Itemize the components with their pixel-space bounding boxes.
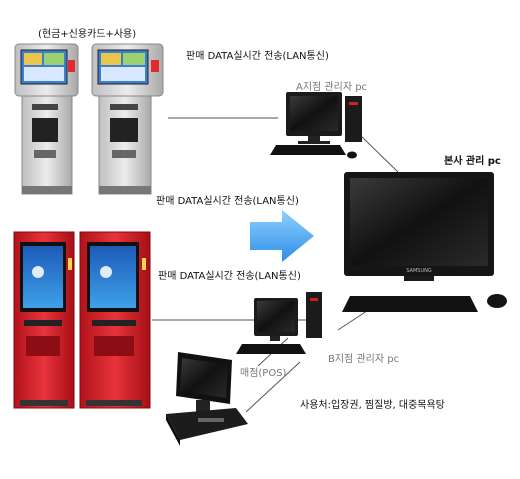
kiosk-red-1 xyxy=(13,231,75,409)
transfer-top-label: 판매 DATA실시간 전송(LAN통신) xyxy=(186,51,329,62)
kiosk-payment-label: (현금+신용카드+사용) xyxy=(38,29,137,40)
transfer-bottom-label: 판매 DATA실시간 전송(LAN통신) xyxy=(158,271,301,282)
places-label: 사용처:입장권, 찜질방, 대중목욕탕 xyxy=(300,400,445,411)
kiosk-red-2 xyxy=(79,231,151,409)
transfer-middle-label: 판매 DATA실시간 전송(LAN통신) xyxy=(156,196,299,207)
branch-a-pc-label: A지점 관리자 pc xyxy=(296,82,368,93)
branch-b-pc-label: B지점 관리자 pc xyxy=(328,354,400,365)
pos-label: 매점(POS) xyxy=(240,368,287,379)
line-pos-to-b xyxy=(245,361,301,413)
monitor-brand: SAMSUNG xyxy=(406,268,432,274)
line-a-to-hq xyxy=(359,134,399,173)
kiosk-gray-2 xyxy=(91,43,164,195)
pos-terminal xyxy=(166,352,248,446)
kiosk-gray-1 xyxy=(14,43,79,195)
hq-pc: SAMSUNG xyxy=(342,172,507,312)
hq-pc-label: 본사 관리 pc xyxy=(444,156,501,167)
transfer-arrow xyxy=(250,210,314,262)
branch-b-pc xyxy=(236,292,322,354)
branch-a-pc xyxy=(270,92,362,159)
